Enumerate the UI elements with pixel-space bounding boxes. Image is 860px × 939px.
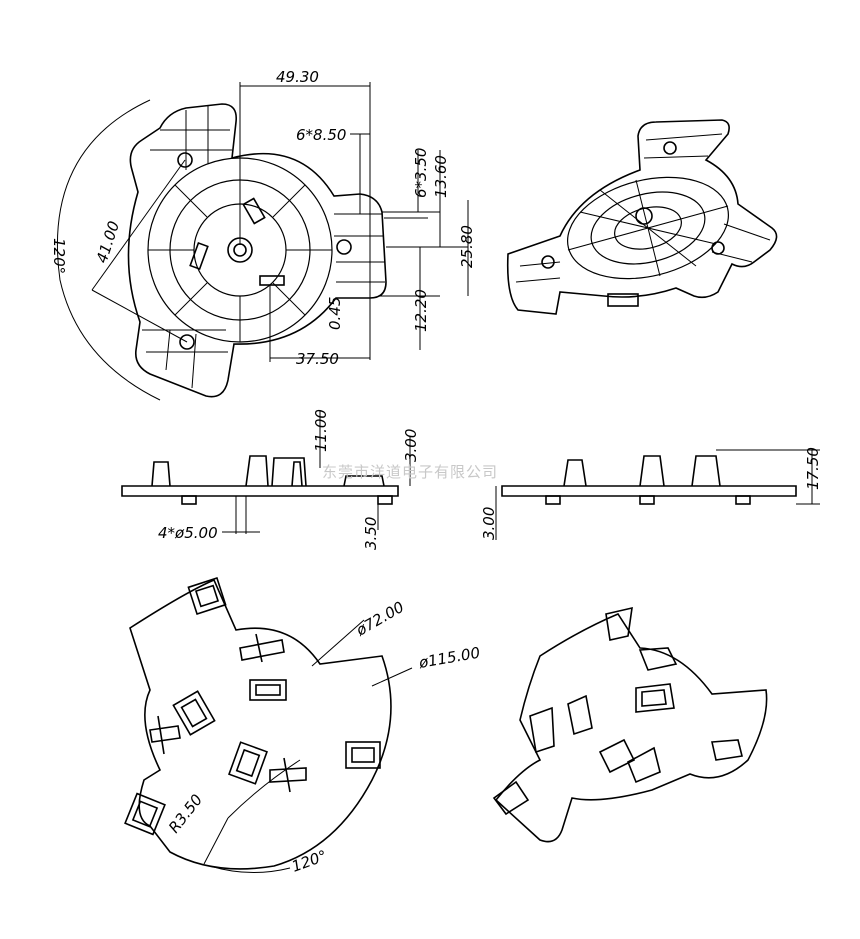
bottom-view-pockets bbox=[124, 577, 381, 836]
dim-12-20: 12.20 bbox=[412, 289, 430, 332]
dim-angle-top: 120° bbox=[50, 238, 68, 274]
dim-dia-115: ø115.00 bbox=[417, 644, 482, 673]
dim-25-80: 25.80 bbox=[458, 225, 476, 268]
dim-13-60: 13.60 bbox=[432, 155, 450, 198]
side-view-left-base bbox=[121, 485, 399, 497]
side-view-right: 17.50 3.00 bbox=[480, 447, 822, 540]
iso-top-ribs bbox=[515, 133, 771, 283]
iso-bottom-pockets bbox=[492, 606, 743, 816]
isometric-top-view bbox=[506, 119, 778, 315]
dim-side-3-50: 3.50 bbox=[362, 517, 380, 550]
dim-slot-width: 6*8.50 bbox=[296, 126, 346, 144]
dim-side2-17-50: 17.50 bbox=[804, 447, 822, 490]
dim-slot-height: 6*3.50 bbox=[412, 148, 430, 198]
iso-top-boss bbox=[663, 141, 677, 155]
bottom-view-dimension-lines bbox=[203, 619, 413, 873]
top-view: 49.30 6*8.50 6*3.50 13.60 25.80 12.20 0.… bbox=[50, 68, 476, 401]
iso-bottom-outline bbox=[494, 613, 768, 843]
dim-37-50: 37.50 bbox=[296, 350, 339, 368]
side-view-right-base bbox=[501, 485, 797, 497]
top-view-slot bbox=[189, 241, 209, 271]
dim-dia-72: ø72.00 bbox=[352, 598, 407, 640]
iso-top-boss bbox=[541, 255, 555, 269]
bottom-view-outline bbox=[129, 578, 392, 870]
dim-side2-3-00: 3.00 bbox=[480, 507, 498, 540]
top-view-lug-hole bbox=[336, 239, 352, 255]
dim-41-00: 41.00 bbox=[93, 219, 123, 265]
isometric-bottom-view bbox=[492, 606, 768, 843]
dim-holes: 4*ø5.00 bbox=[158, 524, 218, 542]
dim-side-3-00: 3.00 bbox=[402, 429, 420, 462]
dim-0-45: 0.45 bbox=[326, 297, 344, 330]
bottom-view: ø72.00 ø115.00 R3.50 120° bbox=[124, 577, 482, 876]
iso-top-center-boss bbox=[635, 207, 653, 225]
top-view-dimension-lines bbox=[56, 82, 469, 401]
side-view-left-posts bbox=[151, 455, 393, 505]
top-view-lug-hole bbox=[177, 152, 193, 168]
side-view-right-posts bbox=[545, 455, 751, 505]
top-view-slot bbox=[242, 197, 266, 225]
dim-49-30: 49.30 bbox=[276, 68, 319, 86]
side-view-right-dimension-lines bbox=[495, 449, 820, 540]
iso-top-boss bbox=[711, 241, 725, 255]
side-view-left-dimension-lines bbox=[222, 410, 411, 534]
iso-top-foot bbox=[607, 293, 639, 307]
side-view-left: 11.00 3.00 4*ø5.00 3.50 bbox=[121, 409, 420, 550]
top-view-lug-hole bbox=[179, 334, 195, 350]
top-view-slot bbox=[259, 275, 285, 286]
dim-side-11-00: 11.00 bbox=[312, 409, 330, 452]
watermark: 东莞市洋道电子有限公司 bbox=[322, 463, 498, 481]
